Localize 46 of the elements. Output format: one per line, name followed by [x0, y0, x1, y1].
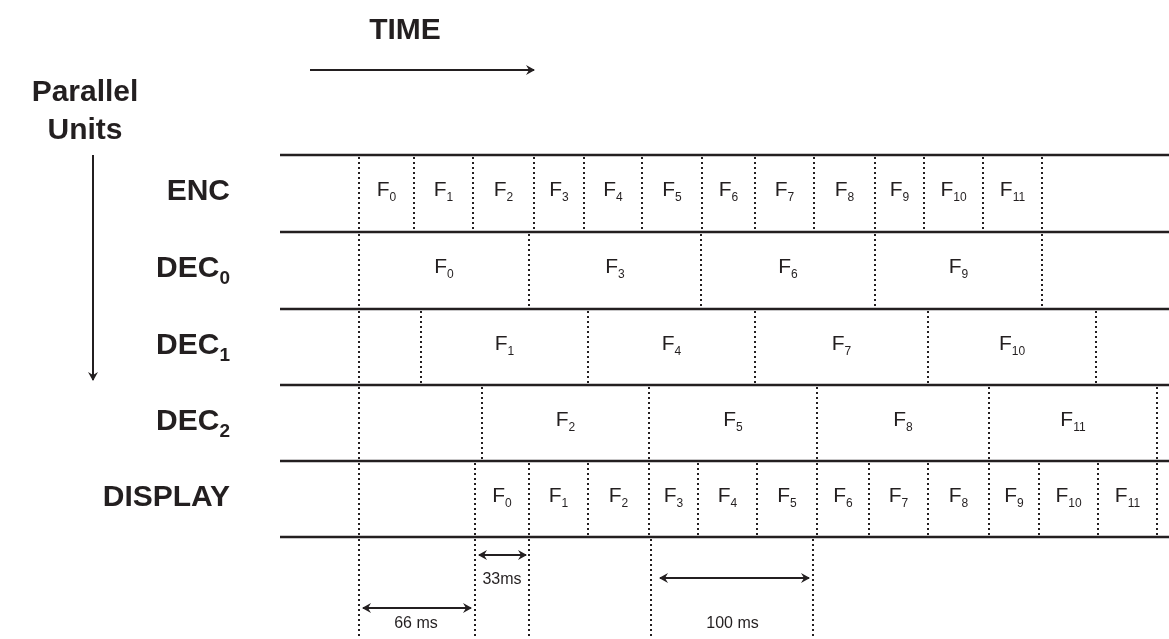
- axis-title: Parallel Units: [30, 73, 140, 147]
- row-label: DEC$_{1}$: [155, 327, 230, 366]
- frame-label: F$_{2}$: [554, 407, 577, 435]
- frame-label: F$_{7}$: [887, 483, 910, 511]
- dimension-label: 66 ms: [393, 614, 439, 632]
- frame-label: F$_{6}$: [717, 177, 740, 205]
- frame-label: F$_{4}$: [660, 331, 683, 359]
- frame-label: F$_{8}$: [892, 407, 914, 435]
- frame-label: F$_{8}$: [947, 483, 970, 511]
- frame-label: F$_{11}$: [1059, 407, 1087, 435]
- frame-label: F$_{1}$: [493, 331, 516, 359]
- row-label: DEC$_{2}$: [155, 403, 230, 442]
- frame-label: F$_{10}$: [939, 177, 968, 205]
- frame-label: F$_{0}$: [375, 177, 398, 205]
- frame-label: F$_{11}$: [998, 177, 1027, 205]
- frame-label: F$_{3}$: [662, 483, 685, 511]
- frame-label: F$_{2}$: [607, 483, 630, 511]
- frame-label: F$_{11}$: [1113, 483, 1142, 511]
- frame-label: F$_{6}$: [777, 254, 799, 282]
- frame-label: F$_{1}$: [547, 483, 570, 511]
- frame-label: F$_{7}$: [773, 177, 796, 205]
- dimension-label: 100 ms: [705, 614, 760, 632]
- row-label: DISPLAY: [101, 479, 230, 513]
- frame-label: F$_{2}$: [492, 177, 515, 205]
- row-label: DEC$_{0}$: [155, 250, 230, 289]
- frame-label: F$_{4}$: [602, 177, 624, 205]
- frame-label: F$_{5}$: [722, 407, 744, 435]
- frame-label: F$_{3}$: [604, 254, 626, 282]
- frame-label: F$_{1}$: [432, 177, 455, 205]
- frame-label: F$_{8}$: [833, 177, 856, 205]
- frame-label: F$_{10}$: [997, 331, 1027, 359]
- frame-label: F$_{7}$: [830, 331, 853, 359]
- frame-label: F$_{4}$: [716, 483, 739, 511]
- frame-label: F$_{9}$: [947, 254, 970, 282]
- dimension-label: 33ms: [481, 570, 523, 588]
- frame-label: F$_{3}$: [548, 177, 570, 205]
- frame-label: F$_{6}$: [832, 483, 854, 511]
- frame-label: F$_{5}$: [661, 177, 683, 205]
- row-label: ENC: [165, 173, 230, 207]
- frame-label: F$_{9}$: [888, 177, 911, 205]
- axis-title: TIME: [368, 12, 442, 46]
- frame-label: F$_{9}$: [1003, 483, 1025, 511]
- frame-label: F$_{10}$: [1054, 483, 1083, 511]
- frame-label: F$_{5}$: [776, 483, 798, 511]
- frame-label: F$_{0}$: [491, 483, 513, 511]
- frame-label: F$_{0}$: [433, 254, 455, 282]
